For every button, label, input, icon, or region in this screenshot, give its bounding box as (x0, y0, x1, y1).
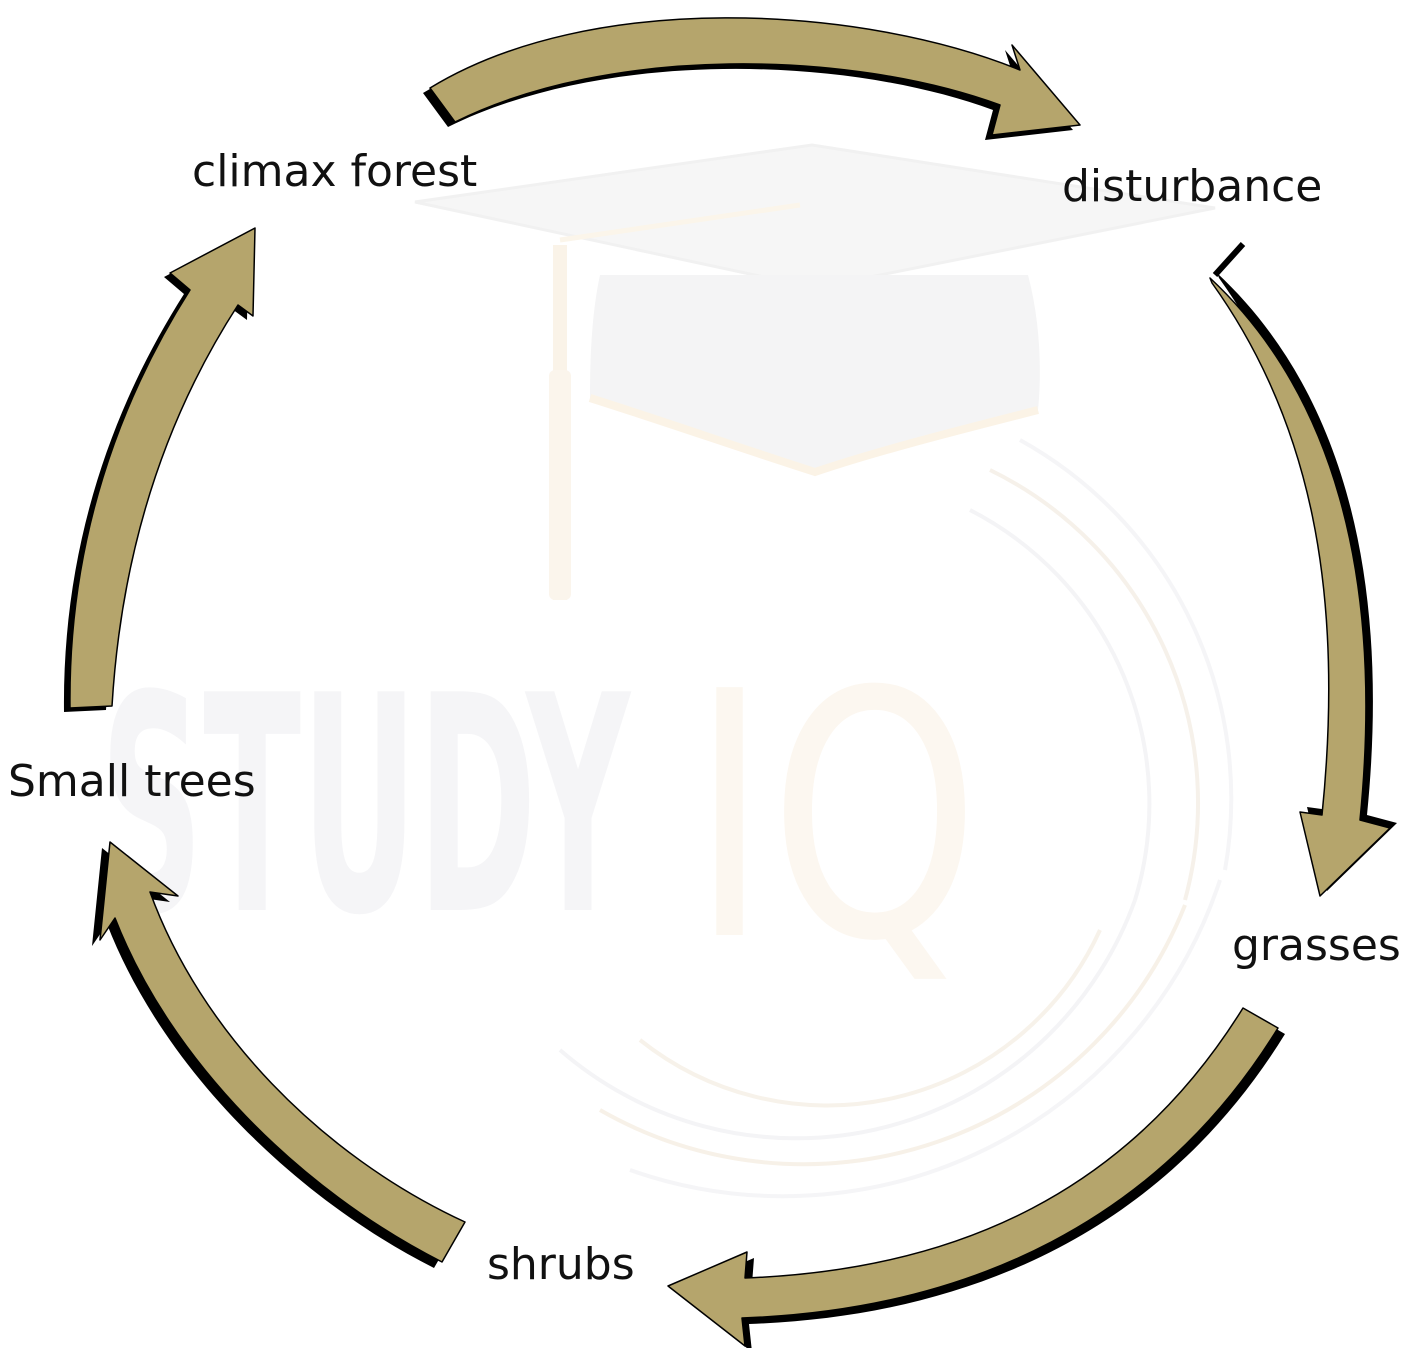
arrow-grasses-to-shrubs (667, 1007, 1285, 1348)
arrow-shrubs-to-small-trees (92, 841, 466, 1268)
graduation-cap-icon (414, 143, 1216, 600)
watermark: STUDY IQ (100, 143, 1234, 1199)
stage-label-small-trees: Small trees (8, 756, 256, 807)
arrow-small-trees-to-climax (63, 227, 256, 712)
watermark-iq-text: IQ (690, 620, 980, 1016)
watermark-study-text: STUDY (100, 632, 631, 981)
stage-label-climax-forest: climax forest (192, 146, 478, 197)
watermark-arcs (558, 438, 1234, 1199)
stage-label-shrubs: shrubs (487, 1239, 635, 1290)
arrow-disturbance-to-grasses (1209, 241, 1397, 897)
stage-label-grasses: grasses (1232, 920, 1401, 971)
arrow-climax-to-disturbance (423, 17, 1081, 140)
stage-label-disturbance: disturbance (1062, 161, 1323, 212)
